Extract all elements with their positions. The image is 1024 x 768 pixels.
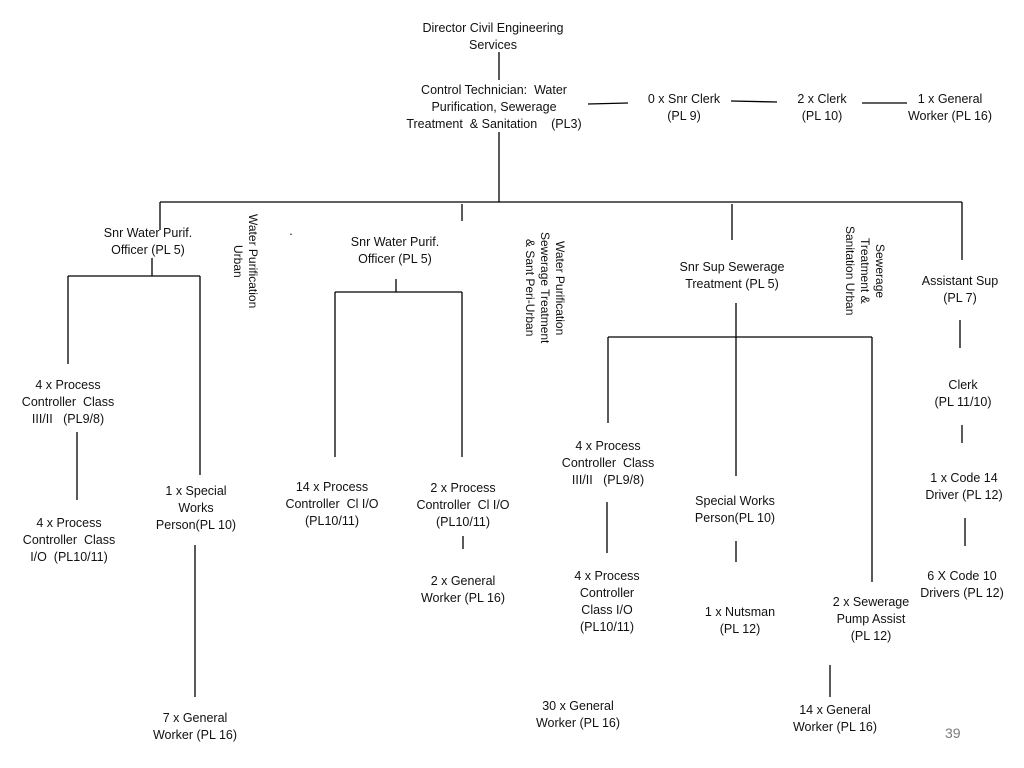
process-controller-class-1-a-box: 4 x Process Controller Class I/O (PL10/1…: [22, 516, 116, 564]
code-14-driver-box: 1 x Code 14 Driver (PL 12): [925, 471, 1003, 502]
general-worker-7-box: 7 x General Worker (PL 16): [152, 711, 238, 742]
general-worker-1-box: 1 x General Worker (PL 16): [907, 92, 993, 123]
section-label-water-purification-urban: Water Purification Urban: [231, 214, 260, 309]
process-controller-class-3-2-b-box: 4 x Process Controller Class III/II (PL9…: [561, 439, 655, 487]
control-technician-box: Control Technician: Water Purification, …: [406, 83, 582, 131]
assistant-sup-box: Assistant Sup (PL 7): [921, 274, 999, 305]
general-worker-2-box: 2 x General Worker (PL 16): [420, 574, 506, 605]
director-civil-engineering-box: Director Civil Engineering Services: [422, 21, 564, 52]
sewerage-pump-assist-box: 2 x Sewerage Pump Assist (PL 12): [832, 595, 910, 643]
snr-water-purif-officer-2-box: Snr Water Purif. Officer (PL 5): [350, 235, 440, 266]
snr-water-purif-officer-1-box: Snr Water Purif. Officer (PL 5): [103, 226, 193, 257]
nutsman-box: 1 x Nutsman (PL 12): [704, 605, 776, 636]
process-controller-class-3-2-a-box: 4 x Process Controller Class III/II (PL9…: [21, 378, 115, 426]
general-worker-30-box: 30 x General Worker (PL 16): [535, 699, 621, 730]
general-worker-14-box: 14 x General Worker (PL 16): [792, 703, 878, 734]
snr-sup-sewerage-box: Snr Sup Sewerage Treatment (PL 5): [679, 260, 785, 291]
special-works-person-1-box: 1 x Special Works Person(PL 10): [155, 484, 237, 532]
section-label-water-purification-peri-urban: Water Purification Sewerage Treatment & …: [523, 232, 567, 344]
process-controller-14-box: 14 x Process Controller Cl I/O (PL10/11): [285, 480, 379, 528]
clerk-pl10-box: 2 x Clerk (PL 10): [797, 92, 847, 123]
page-number: 39: [945, 725, 961, 741]
snr-clerk-box: 0 x Snr Clerk (PL 9): [647, 92, 721, 123]
section-label-sewerage-sanitation-urban: Sewerage Treatment & Sanitation Urban: [843, 226, 887, 316]
clerk-pl11-box: Clerk (PL 11/10): [934, 378, 992, 409]
stray-mark: .: [289, 224, 293, 238]
code-10-drivers-box: 6 X Code 10 Drivers (PL 12): [920, 569, 1004, 600]
process-controller-class-1-b-box: 4 x Process Controller Class I/O (PL10/1…: [574, 569, 640, 634]
special-works-person-2-box: Special Works Person(PL 10): [694, 494, 776, 525]
process-controller-2-box: 2 x Process Controller Cl I/O (PL10/11): [416, 481, 510, 529]
